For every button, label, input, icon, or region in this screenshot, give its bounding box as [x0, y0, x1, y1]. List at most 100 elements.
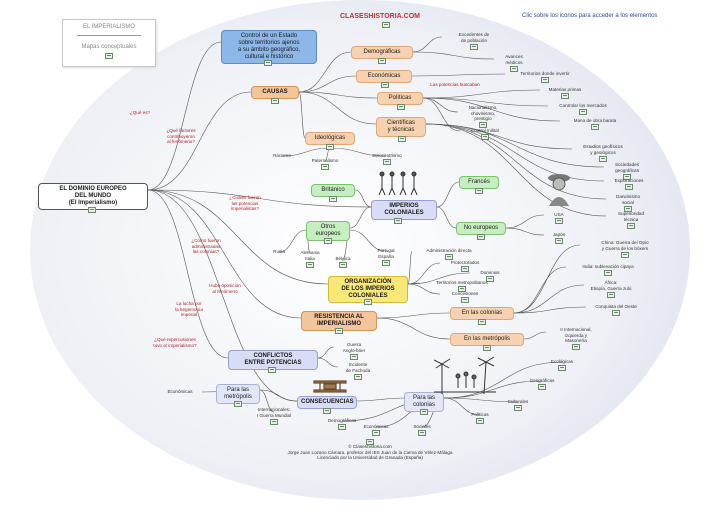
connector-line — [425, 123, 605, 168]
organizacion-icon[interactable] — [364, 299, 372, 305]
territorios-icon[interactable] — [541, 77, 549, 83]
leaf-exploraciones: Exploraciones — [614, 178, 644, 183]
concept-map-icon[interactable] — [105, 53, 113, 59]
excedentes-icon[interactable] — [470, 44, 478, 50]
credits-icon[interactable] — [366, 439, 374, 445]
protectorados-icon[interactable] — [461, 266, 469, 272]
connector-line — [407, 283, 441, 295]
connector-line — [443, 397, 519, 403]
economicas-colonias-icon[interactable] — [372, 430, 380, 436]
materias-icon[interactable] — [561, 93, 569, 99]
conflictos-icon[interactable] — [268, 367, 276, 373]
geograficas-icon[interactable] — [538, 384, 546, 390]
politicas-colonias-icon[interactable] — [476, 418, 484, 424]
leaf-concesiones: Concesiones — [451, 291, 479, 296]
ecologicas-icon[interactable] — [558, 365, 566, 371]
frances-icon[interactable] — [475, 188, 483, 194]
admdirecta-icon[interactable] — [445, 254, 453, 260]
territoriosmetro-icon[interactable] — [458, 286, 466, 292]
africa-icon[interactable] — [607, 292, 615, 298]
sociedades-icon[interactable] — [623, 174, 631, 180]
connector-line — [443, 397, 481, 416]
connector-line — [407, 250, 413, 285]
connector-line — [411, 73, 506, 77]
avances-icon[interactable] — [510, 66, 518, 72]
colonias-icon[interactable] — [478, 319, 486, 325]
otros-icon[interactable] — [324, 238, 332, 244]
dominios-icon[interactable] — [486, 276, 494, 282]
leaf-belgica: Bélgica — [335, 256, 351, 261]
paternalismo-icon[interactable] — [321, 164, 329, 170]
site-title[interactable]: CLASESHISTORIA.COM — [340, 13, 420, 20]
site-link-icon[interactable] — [382, 22, 390, 28]
etnocentrismo-icon[interactable] — [383, 159, 391, 165]
incidente-icon[interactable] — [354, 374, 362, 380]
metropolis-icon[interactable] — [483, 345, 491, 351]
root-icon[interactable] — [88, 207, 96, 213]
usa-icon[interactable] — [555, 218, 563, 224]
nacionalismo-icon[interactable] — [479, 122, 487, 128]
resistencia-icon[interactable] — [335, 328, 343, 334]
connector-line — [281, 147, 331, 157]
leaf-guerraanglo: Guerra Anglo-bóer — [342, 342, 366, 353]
connector-line — [278, 229, 307, 253]
label-potencias-buscaban: Las potencias buscaban — [430, 82, 480, 87]
leaf-incidente: Incidente de Fachoda — [345, 362, 371, 373]
internacional-icon[interactable] — [572, 344, 580, 350]
leaf-internacionales: Internacionales: I Guerra Mundial — [256, 407, 292, 418]
leaf-nacionalismo: Nacionalismo, chovinismo, prestigio — [468, 105, 498, 122]
politicas-icon[interactable] — [397, 104, 405, 110]
demograficas-icon[interactable] — [378, 58, 386, 64]
congreso-icon[interactable] — [612, 310, 620, 316]
china-icon[interactable] — [621, 252, 629, 258]
leaf-sociales: Sociales — [413, 424, 431, 429]
india-icon[interactable] — [604, 270, 612, 276]
consecuencias-icon[interactable] — [323, 408, 331, 414]
exploraciones-icon[interactable] — [625, 184, 633, 190]
superioridad-icon[interactable] — [627, 223, 635, 229]
leaf-materias: Materias primas — [548, 87, 582, 92]
node-para-colonias: Para las colonias — [404, 392, 444, 412]
connector-line — [298, 75, 357, 93]
para-metropolis-icon[interactable] — [234, 401, 242, 407]
controlmil-icon[interactable] — [481, 134, 489, 140]
legend-box[interactable]: EL IMPERIALISMO Mapas conceptuales — [62, 19, 156, 67]
noeuropeos-icon[interactable] — [477, 234, 485, 240]
leaf-japon: Japón — [552, 232, 566, 237]
causas-icon[interactable] — [271, 98, 279, 104]
estudios-icon[interactable] — [599, 156, 607, 162]
question-repercusiones: ¿Qué repercusiones tuvo el imperialismo? — [153, 337, 197, 348]
para-colonias-icon[interactable] — [420, 409, 428, 415]
culturales-icon[interactable] — [514, 405, 522, 411]
ideologicas-icon[interactable] — [326, 144, 334, 150]
belgica-icon[interactable] — [339, 262, 347, 268]
controlar-icon[interactable] — [579, 109, 587, 115]
connector-line — [422, 97, 561, 122]
leaf-ecologicas: Ecológicas — [550, 359, 574, 364]
connector-line — [407, 262, 441, 285]
control-icon[interactable] — [264, 60, 272, 66]
connector-line — [422, 97, 461, 132]
leaf-paternalismo: Paternalismo — [311, 158, 339, 163]
portugal-icon[interactable] — [382, 260, 390, 266]
britanico-icon[interactable] — [329, 196, 337, 202]
concesiones-icon[interactable] — [461, 297, 469, 303]
mano-icon[interactable] — [591, 124, 599, 130]
cientificas-icon[interactable] — [398, 136, 406, 142]
connector-line — [147, 41, 222, 191]
sociales-icon[interactable] — [418, 430, 426, 436]
leaf-rusia: Rusia — [273, 249, 285, 254]
guerraanglo-icon[interactable] — [350, 354, 358, 360]
japon-icon[interactable] — [555, 238, 563, 244]
imperios-icon[interactable] — [394, 218, 402, 224]
demograficas-colonias-icon[interactable] — [338, 424, 346, 430]
darwinismo-icon[interactable] — [624, 206, 632, 212]
economicas-icon[interactable] — [381, 82, 389, 88]
internacionales-icon[interactable] — [270, 419, 278, 425]
connector-line — [422, 89, 541, 99]
alemania-icon[interactable] — [306, 262, 314, 268]
leaf-territorios: Territorios donde invertir — [520, 71, 570, 76]
connector-line — [513, 266, 567, 314]
leaf-alemania: Alemania Italia — [300, 250, 320, 261]
